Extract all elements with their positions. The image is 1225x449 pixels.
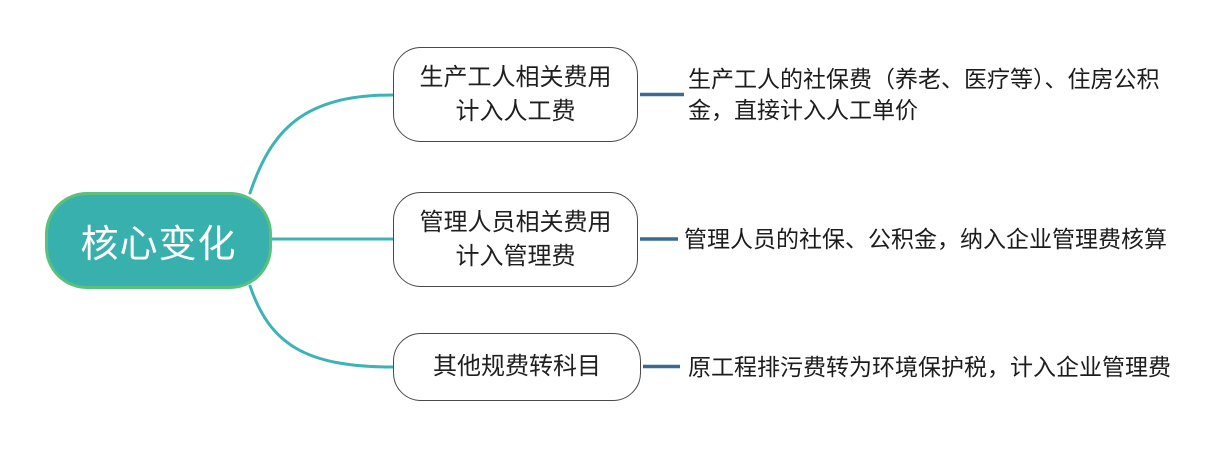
branch-node-management-staff[interactable]: 管理人员相关费用 计入管理费 [393, 192, 638, 287]
branch-note-production-workers[interactable]: 生产工人的社保费（养老、医疗等）、住房公积金，直接计入人工单价 [688, 47, 1177, 142]
branch-note-text: 原工程排污费转为环境保护税，计入企业管理费 [688, 353, 1171, 380]
branch-note-text: 管理人员的社保、公积金，纳入企业管理费核算 [684, 226, 1167, 252]
branch-node-label: 管理人员相关费用 计入管理费 [419, 208, 612, 270]
branch-node-label: 其他规费转科目 [433, 353, 601, 381]
branch-note-management-staff[interactable]: 管理人员的社保、公积金，纳入企业管理费核算 [684, 192, 1167, 287]
branch-node-other-fees[interactable]: 其他规费转科目 [393, 333, 641, 401]
branch-curve-bottom [248, 284, 395, 369]
branch-curve-top [248, 93, 395, 195]
root-node[interactable]: 核心变化 [45, 192, 272, 289]
branch-note-other-fees[interactable]: 原工程排污费转为环境保护税，计入企业管理费 [688, 333, 1171, 401]
branch-note-text: 生产工人的社保费（养老、医疗等）、住房公积金，直接计入人工单价 [688, 65, 1160, 123]
branch-node-production-workers[interactable]: 生产工人相关费用 计入人工费 [393, 47, 638, 142]
branch-node-label: 生产工人相关费用 计入人工费 [419, 63, 612, 125]
root-node-label: 核心变化 [80, 224, 237, 266]
